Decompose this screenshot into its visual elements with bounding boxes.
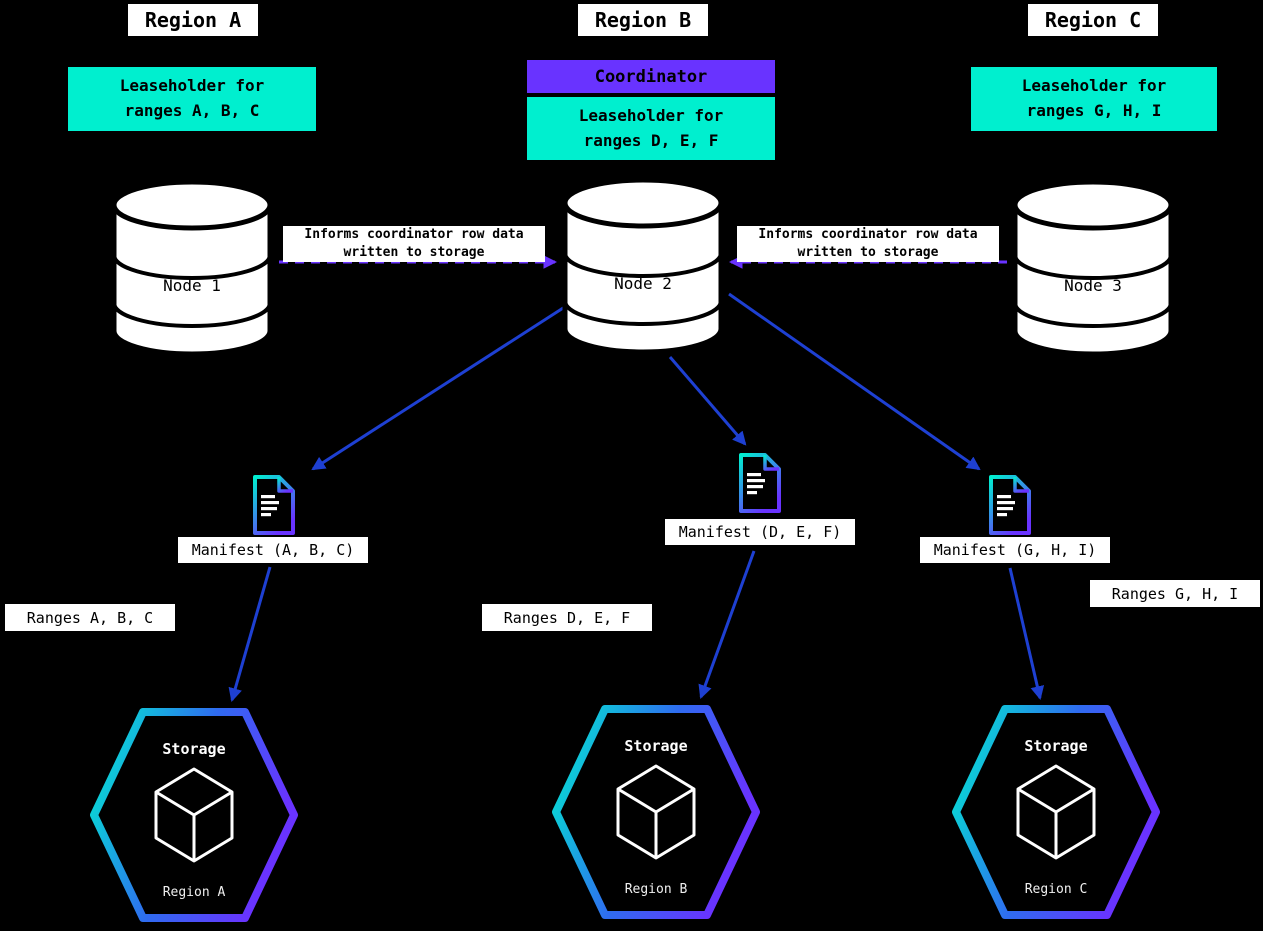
document-text-lines: [747, 473, 765, 495]
inform-line: Informs coordinator row data: [758, 227, 978, 243]
cylinder-band: [563, 300, 723, 326]
leaseholder-line: ranges A, B, C: [124, 101, 260, 120]
leaseholder-region-a: Leaseholder for ranges A, B, C: [68, 67, 316, 131]
cylinder-band: [1013, 254, 1173, 280]
storage-a-hexagon: Storage Region A: [90, 708, 298, 922]
cylinder-top: [1012, 179, 1174, 231]
arrow-node2-to-manifest-def: [668, 356, 747, 446]
storage-c-hexagon: Storage Region C: [952, 705, 1160, 919]
node-label: Node 1: [163, 276, 221, 295]
node-label: Node 3: [1064, 276, 1122, 295]
manifest-abc-label: Manifest (A, B, C): [178, 537, 368, 563]
storage-region-label: Region C: [1025, 882, 1088, 897]
region-b-title: Region B: [578, 4, 708, 36]
ranges-def-label: Ranges D, E, F: [482, 604, 652, 631]
node-label: Node 2: [614, 274, 672, 293]
storage-title: Storage: [162, 740, 225, 758]
storage-title: Storage: [1024, 737, 1087, 755]
cylinder-band: [1013, 302, 1173, 328]
leaseholder-region-b: Leaseholder for ranges D, E, F: [527, 97, 775, 160]
document-fold: [763, 455, 779, 471]
region-c-title: Region C: [1028, 4, 1158, 36]
document-fold: [1013, 477, 1029, 493]
node-2-database-icon: Node 2: [562, 177, 724, 355]
storage-b-hexagon: Storage Region B: [552, 705, 760, 919]
document-outline: [253, 475, 295, 535]
storage-region-label: Region A: [163, 885, 226, 900]
storage-region-label: Region B: [625, 882, 688, 897]
manifest-ghi-label: Manifest (G, H, I): [920, 537, 1110, 563]
inform-label-left: Informs coordinator row data written to …: [283, 226, 545, 262]
coordinator-badge: Coordinator: [527, 60, 775, 93]
node-1-database-icon: Node 1: [111, 179, 273, 357]
document-text-lines: [997, 495, 1015, 517]
cylinder-band: [112, 254, 272, 280]
manifest-def-document-icon: [739, 453, 781, 513]
region-a-title: Region A: [128, 4, 258, 36]
arrow-node2-to-manifest-abc: [311, 299, 575, 471]
arrow-node2-to-manifest-ghi: [728, 292, 981, 471]
arrow-manifest-def-to-storage-b: [698, 550, 756, 699]
arrow-manifest-ghi-to-storage-c: [1008, 567, 1045, 701]
manifest-ghi-document-icon: [989, 475, 1031, 535]
leaseholder-line: Leaseholder for: [119, 76, 265, 96]
leaseholder-line: Leaseholder for: [578, 105, 724, 125]
cylinder-top: [111, 179, 273, 231]
cube-icon: [1016, 764, 1096, 860]
inform-line: written to storage: [797, 245, 939, 260]
manifest-def-label: Manifest (D, E, F): [665, 519, 855, 545]
arrow-manifest-abc-to-storage-a: [228, 566, 272, 702]
leaseholder-line: Leaseholder for: [1021, 76, 1167, 96]
storage-title: Storage: [624, 737, 687, 755]
leaseholder-region-c: Leaseholder for ranges G, H, I: [971, 67, 1217, 131]
cube-icon: [154, 767, 234, 863]
ranges-ghi-label: Ranges G, H, I: [1090, 580, 1260, 607]
document-outline: [989, 475, 1031, 535]
document-outline: [739, 453, 781, 513]
leaseholder-line: ranges G, H, I: [1026, 101, 1162, 120]
cube-icon: [616, 764, 696, 860]
ranges-abc-label: Ranges A, B, C: [5, 604, 175, 631]
leaseholder-line: ranges D, E, F: [583, 130, 719, 150]
manifest-abc-document-icon: [253, 475, 295, 535]
cylinder-band: [112, 302, 272, 328]
document-text-lines: [261, 495, 279, 517]
inform-line: Informs coordinator row data: [304, 227, 524, 243]
inform-line: written to storage: [343, 245, 485, 260]
document-fold: [277, 477, 293, 493]
cylinder-top: [562, 177, 724, 229]
node-3-database-icon: Node 3: [1012, 179, 1174, 357]
cylinder-band: [563, 252, 723, 278]
inform-label-right: Informs coordinator row data written to …: [737, 226, 999, 262]
